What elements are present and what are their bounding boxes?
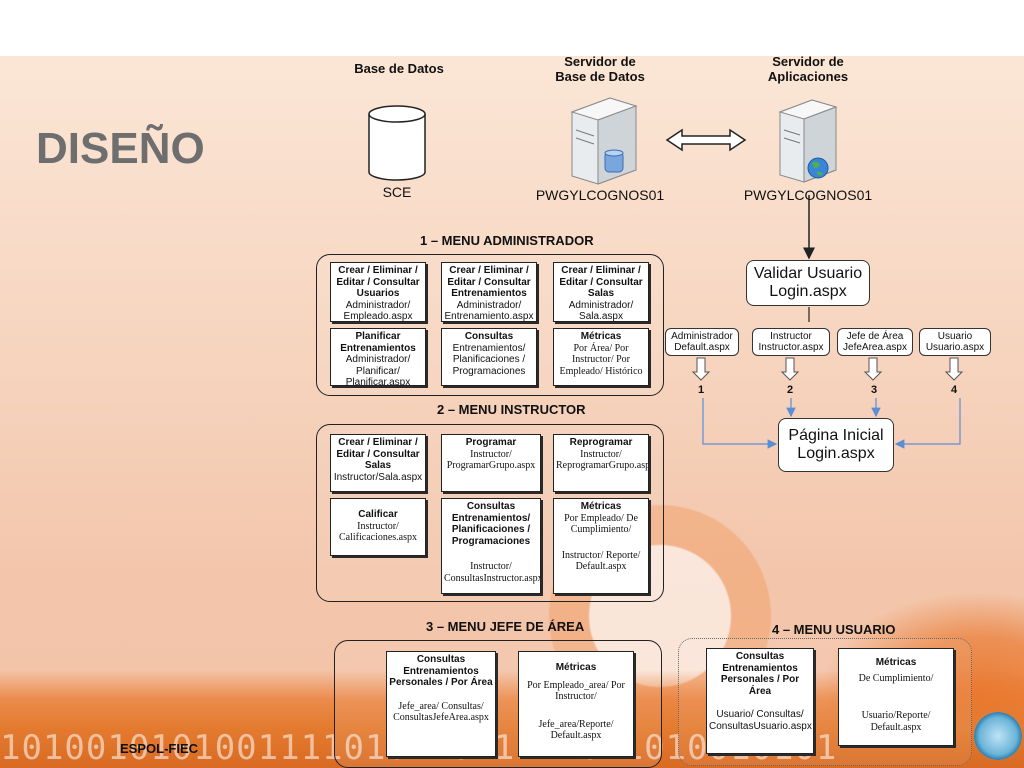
app-server-name: PWGYLCOGNOS01 — [743, 187, 873, 203]
admin-salas-detail: Administrador/ Sala.aspx — [568, 299, 634, 322]
menu-usuario-title: 4 – MENU USUARIO — [772, 622, 896, 637]
instructor-programar-detail: Instructor/ ProgramarGrupo.aspx — [446, 448, 536, 472]
usuario-metricas-title: Métricas — [875, 657, 917, 668]
usuario-box-consultas: Consultas Entrenamientos Personales / Po… — [706, 648, 814, 754]
menu-jefe-title: 3 – MENU JEFE DE ÁREA — [426, 619, 585, 634]
instructor-consultas-title: Consultas Entrenamientos/ Planificacione… — [451, 501, 531, 547]
app-server-label-line1: Servidor de — [772, 54, 844, 69]
footer-label: ESPOL-FIEC — [120, 741, 199, 756]
admin-metricas-title: Métricas — [580, 331, 622, 342]
role-jefe-line1: Jefe de Área — [846, 331, 904, 342]
menu-admin-title: 1 – MENU ADMINISTRADOR — [420, 233, 594, 248]
validar-line1: Validar Usuario — [753, 265, 863, 282]
usuario-box-metricas: Métricas De Cumplimiento/ Usuario/Report… — [838, 648, 954, 746]
slide-heading: DISEÑO — [36, 124, 205, 173]
espol-seal-icon — [974, 712, 1022, 760]
validar-line2: Login.aspx — [769, 283, 847, 300]
admin-box-usuarios: Crear / Eliminar / Editar / Consultar Us… — [330, 262, 426, 322]
db-server-name: PWGYLCOGNOS01 — [535, 187, 665, 203]
admin-usuarios-title: Crear / Eliminar / Editar / Consultar Us… — [336, 265, 420, 299]
admin-planificar-title: Planificar Entrenamientos — [340, 331, 416, 354]
instructor-calificar-detail: Instructor/ Calificaciones.aspx — [338, 520, 418, 544]
validar-usuario-box: Validar Usuario Login.aspx — [746, 260, 870, 306]
role-admin-line1: Administrador — [671, 331, 733, 342]
instructor-calificar-title: Calificar — [358, 509, 398, 520]
usuario-consultas-detail: Usuario/ Consultas/ ConsultasUsuario.asp… — [709, 709, 812, 732]
menu-instructor-title: 2 – MENU INSTRUCTOR — [437, 402, 586, 417]
role-instructor-line2: Instructor.aspx — [758, 342, 824, 353]
admin-entrenamientos-title: Crear / Eliminar / Editar / Consultar En… — [447, 265, 531, 299]
admin-planificar-detail: Administrador/ Planificar/ Planificar.as… — [345, 354, 411, 386]
instructor-salas-title: Crear / Eliminar / Editar / Consultar Sa… — [336, 437, 420, 471]
usuario-consultas-title: Consultas Entrenamientos Personales / Po… — [720, 651, 800, 697]
instructor-box-consultas: Consultas Entrenamientos/ Planificacione… — [441, 498, 541, 594]
instructor-consultas-detail: Instructor/ ConsultasInstructor.aspx — [444, 561, 541, 584]
role-number-4: 4 — [951, 384, 958, 396]
admin-box-salas: Crear / Eliminar / Editar / Consultar Sa… — [553, 262, 649, 322]
admin-usuarios-detail: Administrador/ Empleado.aspx — [343, 299, 413, 322]
jefe-metricas-detail1: Por Empleado_area/ Por Instructor/ — [527, 679, 625, 703]
database-icon — [368, 105, 426, 181]
instructor-salas-detail: Instructor/Sala.aspx — [333, 471, 423, 483]
inicial-line2: Login.aspx — [797, 445, 875, 462]
admin-box-metricas: Métricas Por Área/ Por Instructor/ Por E… — [553, 328, 649, 386]
role-box-admin: Administrador Default.aspx — [665, 328, 739, 356]
role-box-usuario: Usuario Usuario.aspx — [919, 328, 991, 356]
admin-consultas-detail: Entrenamientos/ Planificaciones / Progra… — [452, 342, 526, 377]
db-server-label-line2: Base de Datos — [555, 69, 645, 84]
admin-box-entrenamientos: Crear / Eliminar / Editar / Consultar En… — [441, 262, 537, 322]
jefe-consultas-detail: Jefe_area/ Consultas/ ConsultasJefeArea.… — [393, 700, 489, 724]
jefe-consultas-title: Consultas Entrenamientos Personales / Po… — [389, 654, 493, 688]
admin-box-consultas: Consultas Entrenamientos/ Planificacione… — [441, 328, 537, 386]
role-box-instructor: Instructor Instructor.aspx — [752, 328, 830, 356]
jefe-box-consultas: Consultas Entrenamientos Personales / Po… — [386, 651, 496, 757]
admin-entrenamientos-detail: Administrador/ Entrenamiento.aspx — [444, 299, 534, 322]
instructor-box-programar: Programar Instructor/ ProgramarGrupo.asp… — [441, 434, 541, 492]
role-usuario-line2: Usuario.aspx — [925, 342, 985, 353]
db-server-icon — [570, 97, 638, 185]
db-server-label: Servidor de Base de Datos — [540, 54, 660, 84]
usuario-metricas-detail2: Usuario/Reporte/ Default.aspx — [861, 710, 931, 733]
role-box-jefe: Jefe de Área JefeArea.aspx — [837, 328, 913, 356]
instructor-metricas-detail2: Instructor/ Reporte/ Default.aspx — [561, 549, 641, 573]
instructor-metricas-detail1: Por Empleado/ De Cumplimiento/ — [564, 512, 638, 536]
instructor-box-calificar: Calificar Instructor/ Calificaciones.asp… — [330, 498, 426, 556]
bidirectional-arrow-icon — [665, 128, 747, 152]
role-admin-line2: Default.aspx — [674, 342, 730, 353]
role-jefe-line2: JefeArea.aspx — [843, 342, 907, 353]
app-server-label-line2: Aplicaciones — [767, 69, 849, 84]
usuario-metricas-detail1: De Cumplimiento/ — [858, 672, 934, 684]
instructor-reprogramar-title: Reprogramar — [569, 437, 633, 448]
instructor-box-reprogramar: Reprogramar Instructor/ ReprogramarGrupo… — [553, 434, 649, 492]
role-number-2: 2 — [787, 384, 794, 396]
jefe-box-metricas: Métricas Por Empleado_area/ Por Instruct… — [518, 651, 634, 757]
inicial-line1: Página Inicial — [788, 427, 884, 444]
instructor-reprogramar-detail: Instructor/ ReprogramarGrupo.aspx — [556, 448, 649, 472]
db-label: Base de Datos — [354, 61, 444, 76]
pagina-inicial-box: Página Inicial Login.aspx — [778, 418, 894, 472]
admin-box-planificar: Planificar Entrenamientos Administrador/… — [330, 328, 426, 386]
instructor-box-salas: Crear / Eliminar / Editar / Consultar Sa… — [330, 434, 426, 492]
db-name: SCE — [382, 184, 412, 200]
admin-metricas-detail: Por Área/ Por Instructor/ Por Empleado/ … — [559, 342, 643, 377]
app-server-label: Servidor de Aplicaciones — [748, 54, 868, 84]
jefe-metricas-detail2: Jefe_area/Reporte/ Default.aspx — [538, 718, 614, 742]
role-usuario-line1: Usuario — [937, 331, 973, 342]
admin-salas-title: Crear / Eliminar / Editar / Consultar Sa… — [559, 265, 643, 299]
admin-consultas-title: Consultas — [464, 331, 514, 342]
role-number-3: 3 — [871, 384, 878, 396]
instructor-box-metricas: Métricas Por Empleado/ De Cumplimiento/ … — [553, 498, 649, 594]
db-server-label-line1: Servidor de — [564, 54, 636, 69]
role-number-1: 1 — [698, 384, 705, 396]
instructor-metricas-title: Métricas — [580, 501, 622, 512]
instructor-programar-title: Programar — [465, 437, 517, 448]
app-server-icon — [778, 99, 838, 183]
role-instructor-line1: Instructor — [770, 331, 812, 342]
jefe-metricas-title: Métricas — [555, 662, 597, 673]
